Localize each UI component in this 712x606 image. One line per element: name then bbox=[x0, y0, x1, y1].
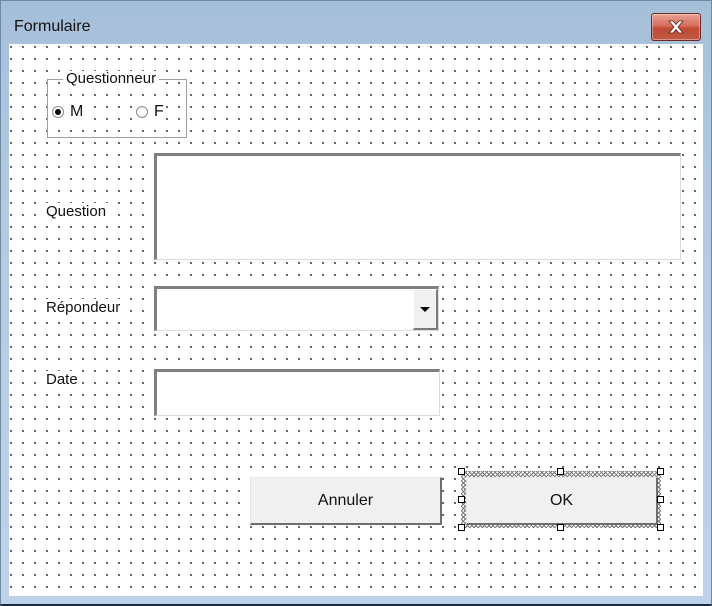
resize-handle-se[interactable] bbox=[657, 524, 664, 531]
repondeur-combobox[interactable] bbox=[154, 286, 439, 331]
resize-handle-n[interactable] bbox=[557, 468, 564, 475]
date-label: Date bbox=[44, 371, 80, 388]
question-label: Question bbox=[44, 203, 109, 220]
date-textbox[interactable] bbox=[154, 369, 440, 416]
question-textbox[interactable] bbox=[154, 153, 681, 260]
repondeur-dropdown-button[interactable] bbox=[413, 289, 438, 330]
window-title: Formulaire bbox=[14, 18, 91, 35]
close-button[interactable] bbox=[651, 13, 701, 41]
questionneur-frame: Questionneur M F bbox=[47, 71, 187, 138]
chevron-down-icon bbox=[420, 306, 430, 312]
radio-f-indicator[interactable] bbox=[136, 106, 148, 118]
resize-handle-e[interactable] bbox=[657, 496, 664, 503]
questionneur-legend: Questionneur bbox=[63, 71, 160, 87]
resize-handle-nw[interactable] bbox=[458, 468, 465, 475]
radio-m[interactable]: M bbox=[52, 103, 86, 121]
cancel-button[interactable]: Annuler bbox=[250, 477, 442, 525]
form-designer-canvas: Questionneur M F Question Répondeur Date… bbox=[9, 44, 703, 596]
resize-handle-sw[interactable] bbox=[458, 524, 465, 531]
close-icon bbox=[668, 20, 684, 34]
resize-handle-s[interactable] bbox=[557, 524, 564, 531]
title-bar[interactable]: Formulaire bbox=[1, 1, 711, 44]
ok-button[interactable]: OK bbox=[466, 477, 658, 525]
radio-m-indicator[interactable] bbox=[52, 106, 64, 118]
radio-f[interactable]: F bbox=[136, 103, 166, 121]
resize-handle-w[interactable] bbox=[458, 496, 465, 503]
radio-f-label: F bbox=[154, 103, 164, 120]
repondeur-label: Répondeur bbox=[44, 299, 123, 316]
resize-handle-ne[interactable] bbox=[657, 468, 664, 475]
radio-m-label: M bbox=[70, 103, 84, 120]
